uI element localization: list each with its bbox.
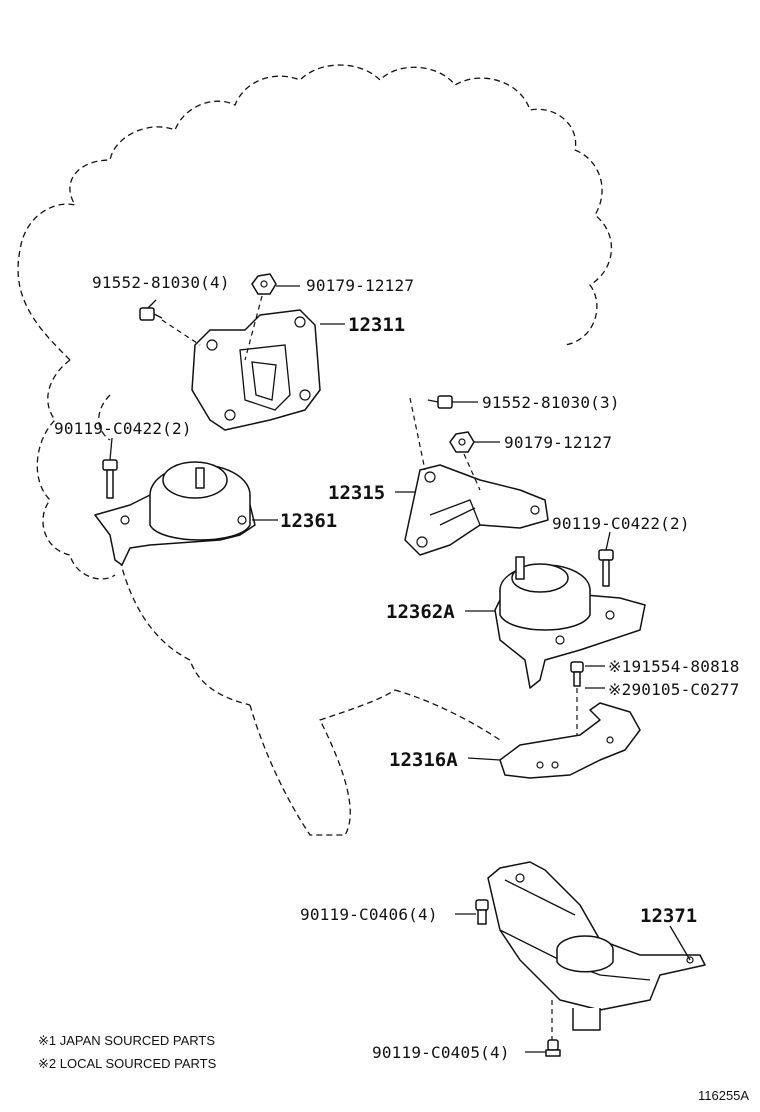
mount-12371 bbox=[487, 861, 706, 1031]
note-japan: ※1 JAPAN SOURCED PARTS bbox=[38, 1033, 215, 1048]
label-bolt-mid: 91552-81030(3) bbox=[482, 393, 620, 412]
hole bbox=[120, 515, 130, 525]
label-bolt-top: 91552-81030(4) bbox=[92, 273, 230, 292]
bolt-japan-icon bbox=[570, 661, 584, 687]
bolt-right-icon bbox=[598, 549, 614, 587]
hole bbox=[551, 761, 559, 769]
label-bracket-12311: 12311 bbox=[348, 314, 405, 336]
leader-dash bbox=[409, 397, 426, 471]
label-bolt-left: 90119-C0422(2) bbox=[54, 419, 192, 438]
label-bolt-rear-upper: 90119-C0406(4) bbox=[300, 905, 438, 924]
hole bbox=[416, 536, 428, 548]
label-bolt-right: 90119-C0422(2) bbox=[552, 514, 690, 533]
mount-12362a bbox=[494, 556, 646, 689]
hole bbox=[515, 873, 525, 883]
bracket-12315 bbox=[404, 464, 549, 556]
label-bracket-12315: 12315 bbox=[328, 482, 385, 504]
hole bbox=[224, 409, 236, 421]
nut-mid-icon bbox=[449, 431, 475, 453]
label-nut-top: 90179-12127 bbox=[306, 276, 414, 295]
bracket-12316a bbox=[499, 702, 641, 779]
note-local: ※2 LOCAL SOURCED PARTS bbox=[38, 1056, 217, 1071]
label-bolt-local: ※290105-C0277 bbox=[608, 680, 740, 699]
bolt-mid-icon bbox=[427, 395, 453, 409]
hole bbox=[530, 505, 540, 515]
bolt-rear-upper-icon bbox=[475, 899, 489, 925]
engine-outline bbox=[17, 64, 612, 836]
bolt-left-icon bbox=[102, 459, 118, 499]
hole bbox=[206, 339, 218, 351]
bolt-rear-lower-icon bbox=[545, 1039, 561, 1057]
leader-dash bbox=[161, 319, 201, 346]
hole bbox=[294, 316, 306, 328]
hole bbox=[299, 389, 311, 401]
hole bbox=[605, 610, 615, 620]
label-mount-12362a: 12362A bbox=[386, 601, 455, 623]
label-bolt-rear-lower: 90119-C0405(4) bbox=[372, 1043, 510, 1062]
mount-12361 bbox=[94, 461, 256, 566]
leader-dash bbox=[244, 295, 263, 361]
label-nut-mid: 90179-12127 bbox=[504, 433, 612, 452]
label-mount-12361: 12361 bbox=[280, 510, 337, 532]
hole bbox=[555, 635, 565, 645]
bracket-12311 bbox=[191, 309, 321, 431]
nut-top-icon bbox=[251, 273, 277, 295]
diagram-code: 116255A bbox=[698, 1088, 749, 1103]
leader-dash bbox=[463, 453, 481, 491]
hole bbox=[536, 761, 544, 769]
hole bbox=[606, 736, 614, 744]
hole bbox=[237, 515, 247, 525]
leader-lines bbox=[109, 285, 691, 1053]
label-mount-12371: 12371 bbox=[640, 905, 697, 927]
bolt-top-icon bbox=[139, 307, 163, 321]
label-bracket-12316a: 12316A bbox=[389, 749, 458, 771]
label-bolt-japan: ※191554-80818 bbox=[608, 657, 740, 676]
hole bbox=[424, 471, 436, 483]
